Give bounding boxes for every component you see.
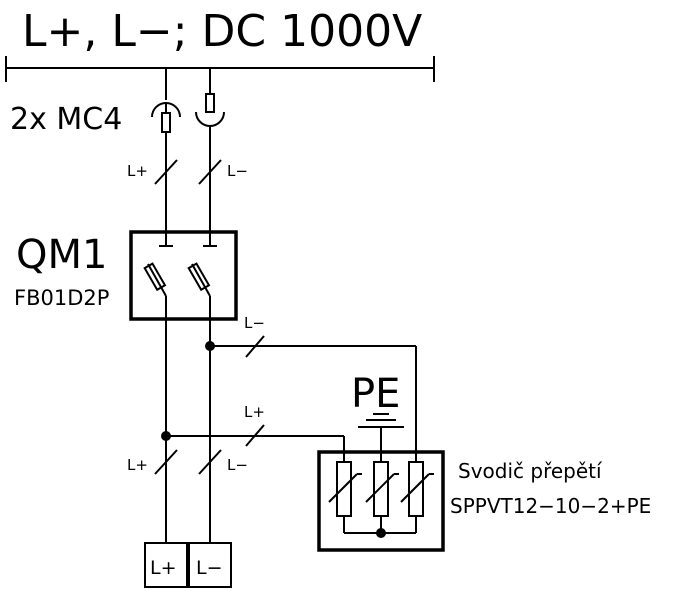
varistor-icon [365, 461, 399, 533]
breaker-name: QM1 [16, 232, 107, 278]
breaker-qm1 [129, 230, 238, 321]
varistor-icon [328, 461, 362, 533]
breaker-model: FB01D2P [14, 286, 109, 310]
wire-lplus-top [154, 137, 178, 232]
wire-lminus-top [198, 137, 222, 232]
varistor-icon [400, 461, 434, 533]
wire-lminus-branch [205, 335, 417, 462]
terminal-minus-label: L− [196, 557, 223, 579]
wire-lplus-bottom [154, 449, 178, 475]
wire-label-lminus-top: L− [227, 162, 248, 180]
wire-lminus-bottom [198, 449, 222, 475]
wire-lplus-branch [161, 424, 345, 462]
earth-label: PE [351, 371, 400, 417]
wire-label-lminus-mid: L− [244, 314, 265, 332]
earth-icon [358, 413, 404, 462]
terminal-plus-label: L+ [150, 557, 177, 579]
surge-protector [317, 450, 445, 552]
surge-protector-name: Svodič přepětí [458, 459, 603, 483]
wire-label-lminus-bottom: L− [227, 456, 248, 474]
mc4-connector-plus [151, 68, 181, 137]
dc-bus-line [5, 56, 435, 82]
terminal-block [144, 542, 232, 588]
surge-protector-model: SPPVT12−10−2+PE [450, 494, 651, 518]
wire-label-lplus-bottom: L+ [127, 456, 148, 474]
diagram-title: L+, L−; DC 1000V [22, 6, 422, 57]
mc4-connector-minus [195, 68, 225, 137]
connector-label: 2x MC4 [10, 102, 122, 137]
wire-label-lplus-mid: L+ [244, 403, 265, 421]
wire-label-lplus-top: L+ [127, 162, 148, 180]
